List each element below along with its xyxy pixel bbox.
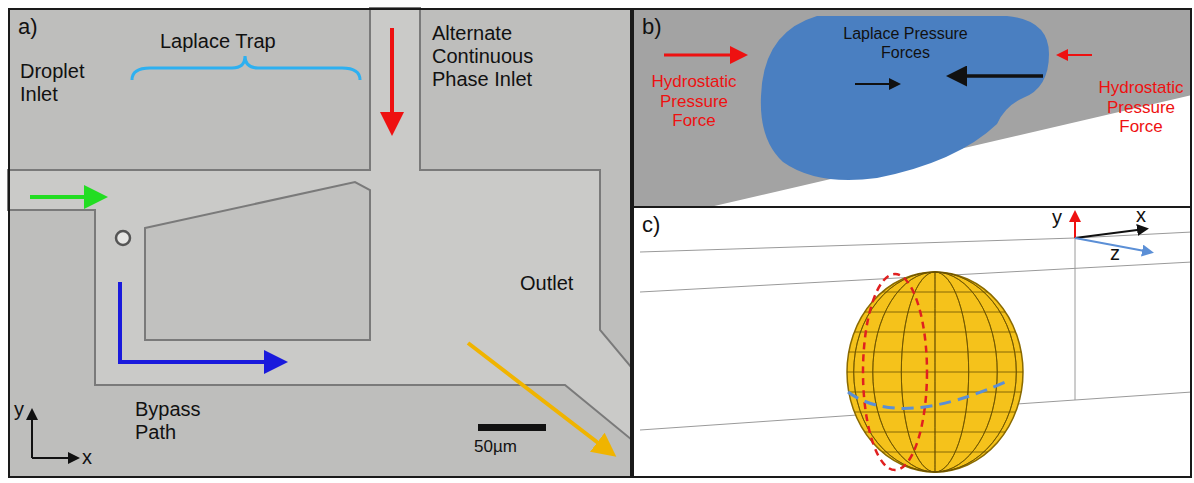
bypass-arrow bbox=[120, 282, 280, 362]
axis-x bbox=[1075, 229, 1145, 238]
region-label: Laplace Trap bbox=[160, 30, 350, 53]
hydrostatic-arrow-right bbox=[1060, 54, 1092, 56]
trap-wall-grey bbox=[632, 8, 1192, 207]
axis-y bbox=[1074, 214, 1076, 238]
droplet-shape: Laplace Pressure Forces bbox=[757, 12, 1054, 184]
continuous-phase-arrow bbox=[390, 28, 394, 128]
axis-label: x bbox=[82, 446, 102, 469]
scale-bar bbox=[478, 424, 546, 431]
trap-brace bbox=[132, 56, 360, 80]
channel-network bbox=[8, 8, 632, 440]
figure-panel: a) bbox=[8, 8, 632, 478]
axis-x bbox=[32, 457, 76, 459]
force-label: Hydrostatic Pressure Force bbox=[644, 72, 744, 131]
droplet bbox=[116, 231, 130, 245]
axis-label: z bbox=[1110, 242, 1130, 265]
axis-label: y bbox=[1052, 206, 1072, 229]
axis-y bbox=[31, 412, 33, 458]
hydrostatic-arrow-left bbox=[664, 54, 742, 57]
channel-island bbox=[145, 182, 370, 340]
inlet-arrow bbox=[30, 195, 100, 199]
panel-tag: c) bbox=[642, 212, 660, 238]
micrograph-ground bbox=[8, 8, 632, 478]
figure-panel: c) bbox=[632, 206, 1192, 478]
droplet-text-holder: Laplace Pressure Forces bbox=[757, 24, 1054, 62]
path-label: Bypass Path bbox=[135, 398, 215, 444]
port-label: Alternate Continuous Phase Inlet bbox=[432, 22, 582, 91]
scale-label: 50µm bbox=[474, 437, 564, 457]
outlet-arrow bbox=[468, 343, 610, 452]
axis-label: y bbox=[14, 398, 34, 421]
port-label: Outlet bbox=[520, 272, 610, 295]
panel-tag: a) bbox=[18, 14, 38, 40]
port-label: Droplet Inlet bbox=[20, 60, 100, 106]
axis-label: x bbox=[1136, 204, 1156, 227]
force-label: Laplace Pressure Forces bbox=[841, 24, 971, 62]
panel-tag: b) bbox=[642, 14, 662, 40]
force-label: Hydrostatic Pressure Force bbox=[1094, 78, 1188, 137]
droplet-mesh bbox=[847, 272, 1023, 472]
